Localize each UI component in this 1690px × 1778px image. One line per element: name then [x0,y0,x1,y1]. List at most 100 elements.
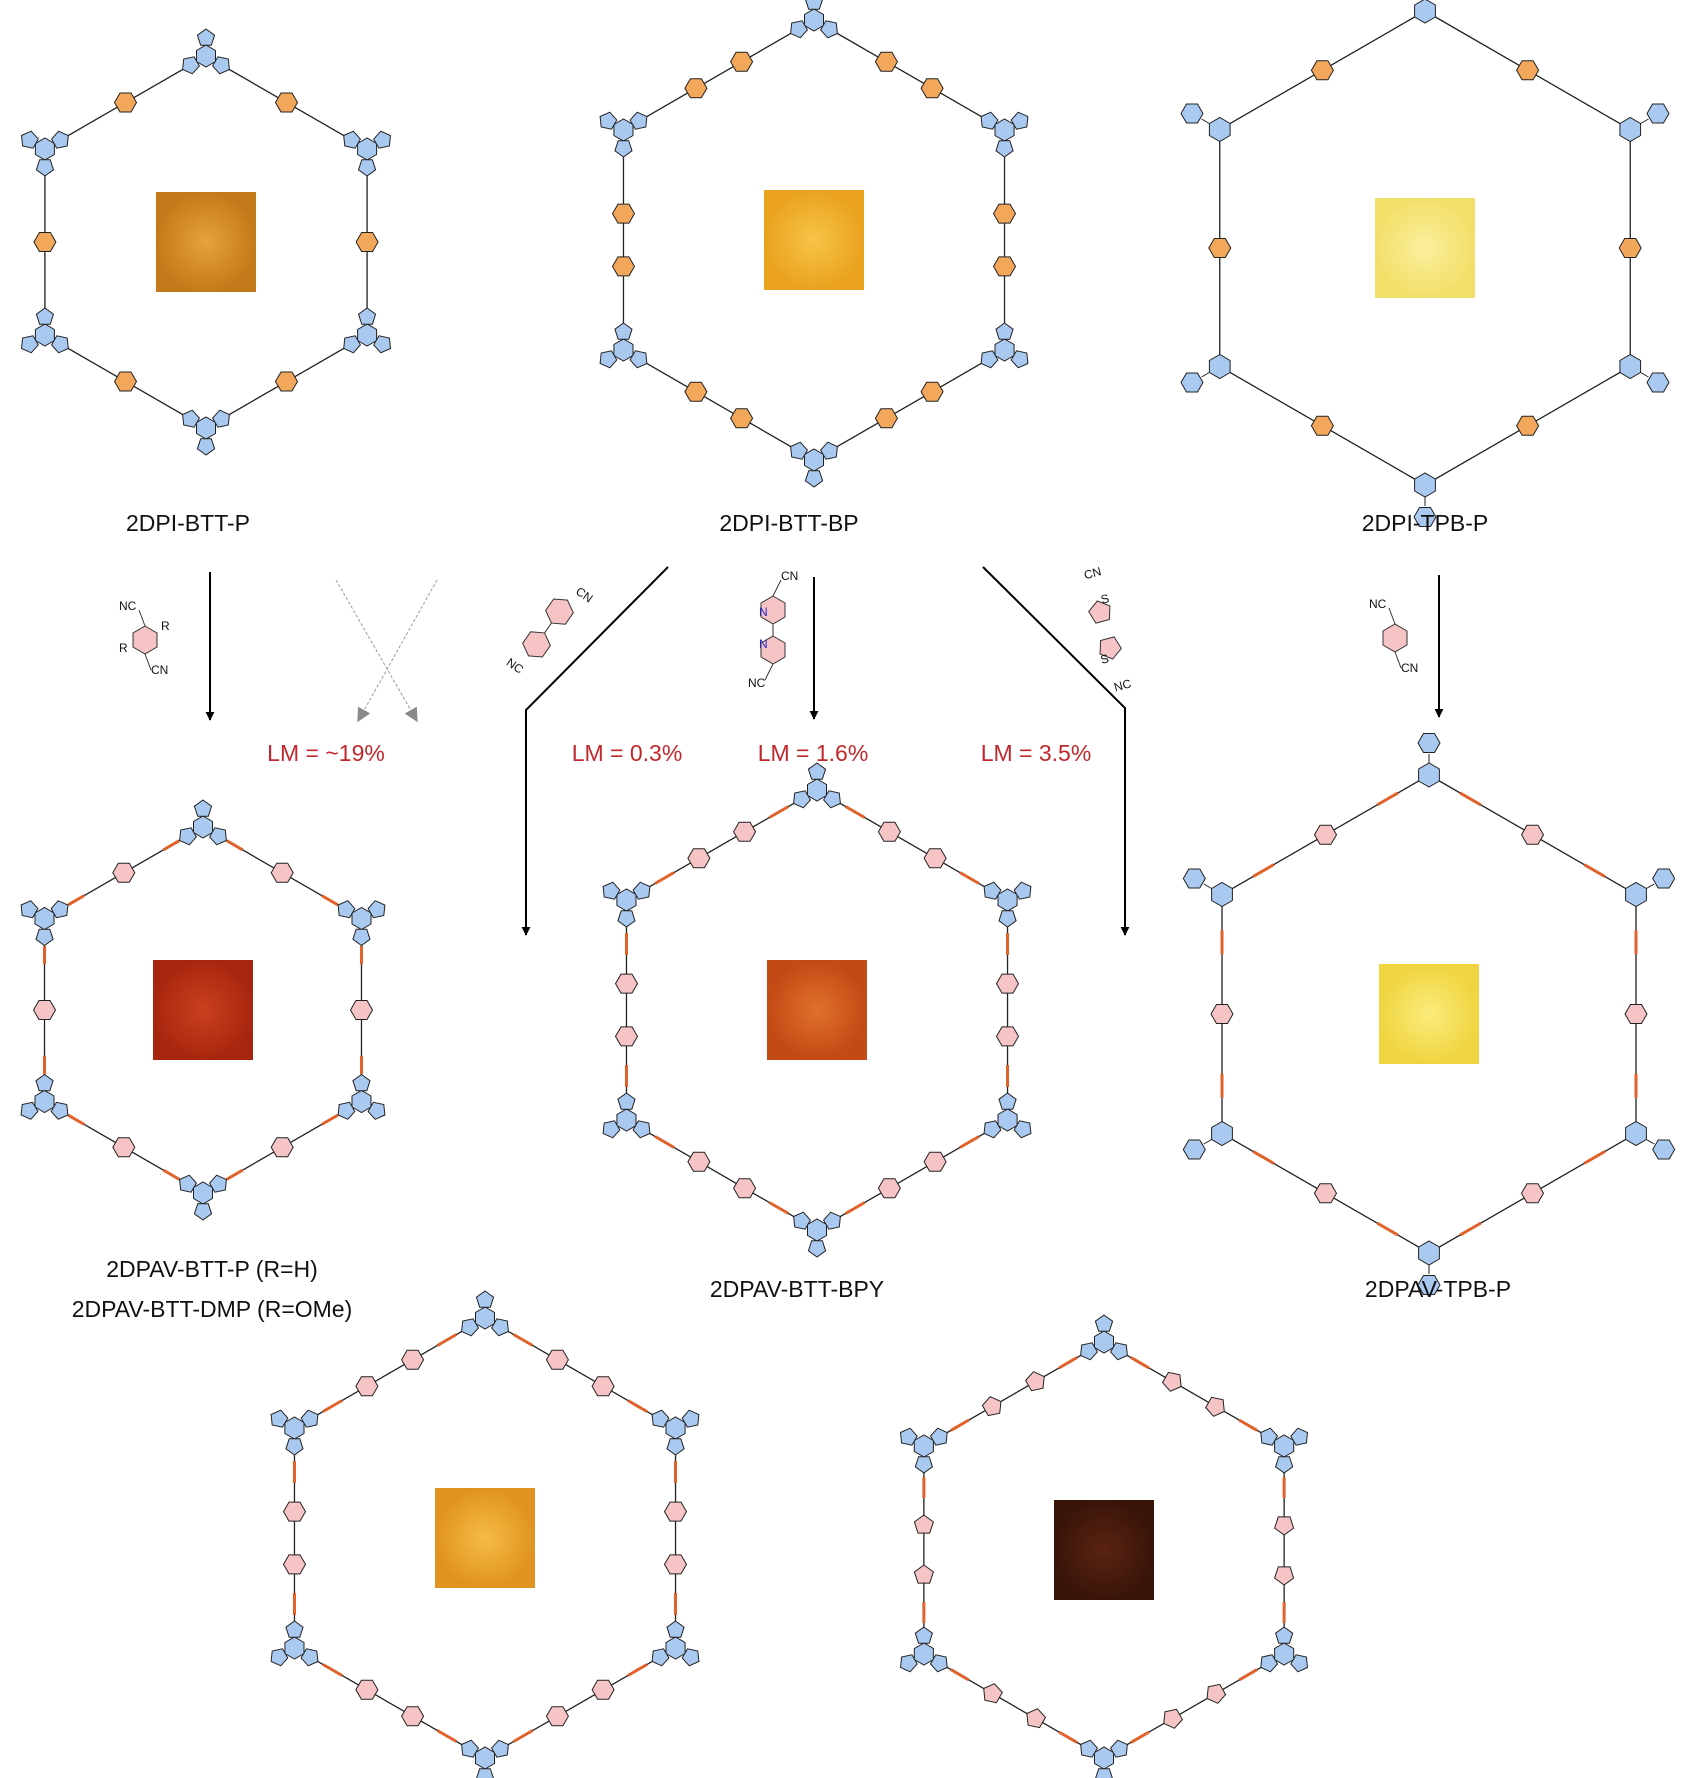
linker-thiophene-ring [981,1396,1002,1417]
linker-ring [923,1151,947,1172]
framework-2dpav-btt-p [20,799,386,1221]
linker-ring [112,1137,136,1158]
linker-ring [1310,60,1334,81]
vinylene-bond [1459,1221,1482,1237]
linker-ring [1516,60,1540,81]
framework-label-2dpi-btt-bp: 2DPI-BTT-BP [719,510,859,536]
linker-thiophene-ring [913,1514,934,1534]
linker-thiophene-ring [1274,1566,1295,1586]
framework-2dpav-btt-bt [899,1314,1309,1778]
monomer-label: S [1099,651,1110,667]
vinylene-bond [627,1663,648,1677]
linker-ring [663,1501,688,1522]
linker-thiophene-ring [983,1683,1003,1704]
linker-ring [1618,238,1642,258]
linker-ring [274,371,299,392]
frameworks [20,0,1676,1778]
tpb-node [1619,103,1670,143]
btt-node [793,1211,841,1258]
monomer-label: N [759,637,768,651]
btt-node [337,900,386,947]
btt-node [343,130,392,177]
btt-node [980,111,1029,158]
linker-thiophene-ring [913,1564,934,1584]
linker-ring [1516,415,1540,436]
vinylene-bond [67,894,85,907]
monomer-phenylene: NC CN R R [119,599,170,677]
linker-ring [282,1554,307,1575]
vinylene-bond [950,1668,970,1682]
btt-node [20,307,69,354]
framework-2dpav-btt-bpy [602,762,1032,1258]
monomer-label: CN [781,569,798,583]
linker-ring [1520,824,1545,845]
linker-ring [611,256,636,277]
powder-photo [153,960,253,1060]
linker-ring [112,862,136,883]
framework-label-2dpi-btt-p: 2DPI-BTT-P [126,510,250,536]
linker-ring [992,256,1017,277]
arrow-bp-to-biphenyl [521,566,669,936]
vinylene-bond [1252,1150,1275,1165]
linker-ring [614,973,639,994]
linker-ring [730,51,754,72]
linker-thiophene-ring [1205,1396,1225,1417]
linker-ring [545,1706,569,1727]
btt-node [20,1073,69,1120]
vinylene-bond [1376,791,1399,807]
linker-ring [992,203,1017,224]
monomer-tpb-phenylene: NC CN [1369,597,1418,675]
btt-node [461,1290,509,1337]
linker-ring [355,1376,379,1397]
linker-thiophene-ring [1024,1371,1045,1392]
monomer-label: NC [119,599,137,613]
linker-ring [611,203,636,224]
btt-node [790,441,838,488]
linker-mobility-label: LM = 3.5% [980,740,1092,766]
vinylene-bond [844,805,866,819]
linker-ring [733,1178,757,1199]
linker-ring [920,78,944,99]
linker-thiophene-ring [1026,1708,1047,1729]
framework-2dpav-tpb-p [1182,733,1676,1295]
monomer-label: CN [573,584,595,605]
btt-node [461,1739,509,1778]
btt-node [179,1174,227,1221]
vinylene-bond [321,1113,339,1126]
linker-thiophene-ring [1274,1516,1295,1536]
linker-ring [920,381,944,402]
vinylene-bond [322,1663,343,1677]
vinylene-bond [654,1135,675,1149]
monomer-label: N [759,605,768,619]
btt-node [182,28,230,75]
btt-node [651,1409,700,1456]
linker-ring [1310,415,1334,436]
vinylene-bond [768,1201,790,1215]
btt-node [20,130,69,177]
linker-ring [923,848,947,869]
tpb-node [1417,1240,1441,1295]
framework-label-2dpav-btt-dmp: 2DPAV-BTT-DMP (R=OMe) [71,1296,353,1322]
linker-ring [591,1679,615,1700]
btt-node [182,409,230,456]
tpb-node [1180,103,1231,143]
btt-node [790,0,838,39]
linker-thiophene-ring [1161,1371,1182,1392]
btt-node [983,881,1032,928]
framework-2dpi-btt-p [20,28,392,456]
powder-photo [156,192,256,292]
linker-ring [684,78,708,99]
btt-node [983,1092,1032,1139]
btt-node [1260,1427,1309,1474]
powder-photo [1054,1500,1154,1600]
linker-ring [877,821,901,842]
btt-node [179,799,227,846]
linker-ring [1313,824,1338,845]
linker-ring [32,1000,57,1020]
linker-ring [874,408,898,429]
arrow-bp-to-bithiophene [982,566,1130,936]
linker-ring [687,1151,711,1172]
linker-mobility-label: LM = 0.3% [571,740,683,766]
framework-label-2dpav-btt-p: 2DPAV-BTT-P (R=H) [106,1256,318,1282]
